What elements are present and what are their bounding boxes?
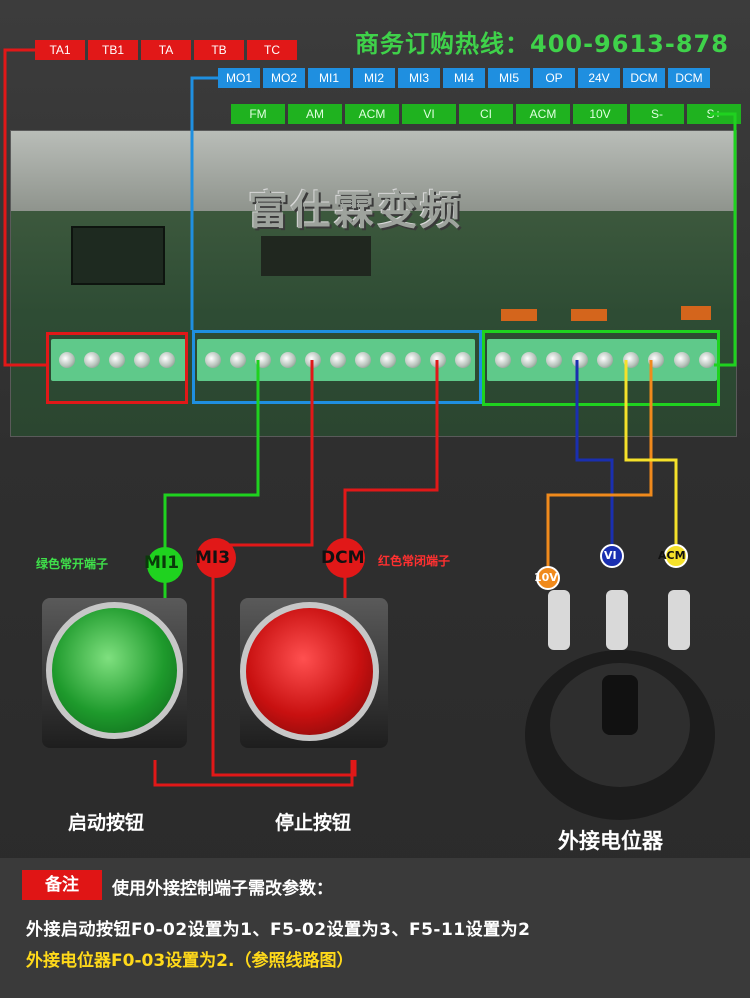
circuit-board xyxy=(10,130,737,437)
note-title: 使用外接控制端子需改参数： xyxy=(112,879,333,899)
terminal-screw xyxy=(159,352,175,368)
label-tb: TB xyxy=(194,40,244,60)
hotline-text: 商务订购热线：400-9613-878 xyxy=(355,30,729,58)
terminal-screw xyxy=(205,352,221,368)
relay-component xyxy=(71,226,165,285)
terminal-screw xyxy=(520,352,537,368)
label-24v: 24V xyxy=(578,68,620,88)
note-badge: 备注 xyxy=(22,870,102,900)
label-mi1: MI1 xyxy=(308,68,350,88)
pot-10v-label: 10V xyxy=(534,571,558,584)
vi-wire xyxy=(575,360,614,548)
chip-component xyxy=(261,236,371,276)
terminal-screw xyxy=(109,352,125,368)
label-op: OP xyxy=(533,68,575,88)
fuse-component xyxy=(501,309,537,321)
digital-label-row: MO1 MO2 MI1 MI2 MI3 MI4 MI5 OP 24V DCM D… xyxy=(218,68,710,88)
10v-wire xyxy=(546,360,653,570)
board-cover xyxy=(11,131,736,211)
note-section xyxy=(0,858,750,998)
pot-10v-dot xyxy=(536,566,560,590)
analog-wire xyxy=(710,112,737,367)
label-tb1: TB1 xyxy=(88,40,138,60)
label-s-minus: S- xyxy=(630,104,684,124)
pot-acm-label: ACM xyxy=(658,549,686,562)
pot-vi-label: VI xyxy=(604,549,617,562)
terminal-screw xyxy=(546,352,562,368)
terminal-screw xyxy=(59,352,75,368)
pot-acm-dot xyxy=(664,544,688,568)
analog-frame xyxy=(482,330,720,406)
dcm-wire xyxy=(343,360,439,545)
acm-wire xyxy=(624,360,678,548)
terminal-screw xyxy=(495,352,511,368)
fuse-component-2 xyxy=(571,309,607,321)
label-tc: TC xyxy=(247,40,297,60)
pot-lug-mid xyxy=(606,590,628,650)
terminal-screw xyxy=(280,352,296,368)
label-mo2: MO2 xyxy=(263,68,305,88)
terminal-screw xyxy=(330,352,346,368)
terminal-screw xyxy=(84,352,100,368)
terminal-screw xyxy=(597,352,613,368)
button-bridge-wire xyxy=(153,760,354,787)
terminal-screw xyxy=(455,352,471,368)
mi1-wire xyxy=(163,360,260,555)
label-mi5: MI5 xyxy=(488,68,530,88)
label-mi4: MI4 xyxy=(443,68,485,88)
note-line-1: 外接启动按钮F0-02设置为1、F5-02设置为3、F5-11设置为2 xyxy=(26,920,531,940)
label-mi2: MI2 xyxy=(353,68,395,88)
dcm-tag: DCM xyxy=(321,548,365,568)
label-fm: FM xyxy=(231,104,285,124)
terminal-screw xyxy=(699,352,715,368)
mi1-bubble xyxy=(147,547,183,583)
label-mo1: MO1 xyxy=(218,68,260,88)
label-dcm-2: DCM xyxy=(668,68,710,88)
dcm-bubble xyxy=(325,538,365,578)
board-title: 富仕霖变频 xyxy=(248,188,463,234)
digital-wire xyxy=(190,76,218,330)
start-caption: 启动按钮 xyxy=(68,812,145,834)
label-am: AM xyxy=(288,104,342,124)
terminal-screw xyxy=(355,352,371,368)
stop-caption: 停止按钮 xyxy=(275,812,352,834)
pot-lug-left xyxy=(548,590,570,650)
label-ta: TA xyxy=(141,40,191,60)
terminal-screw xyxy=(405,352,421,368)
terminal-screw xyxy=(230,352,246,368)
label-dcm-1: DCM xyxy=(623,68,665,88)
green-note: 绿色常开端子 xyxy=(36,557,109,571)
label-acm-2: ACM xyxy=(516,104,570,124)
relay-frame xyxy=(46,332,188,404)
terminal-screw xyxy=(673,352,690,368)
mi3-bubble xyxy=(196,538,236,578)
mi1-tag: MI1 xyxy=(144,553,180,573)
stop-button[interactable] xyxy=(240,602,379,741)
pot-lug-right xyxy=(668,590,690,650)
pot-knob-grip xyxy=(602,675,638,735)
digital-frame xyxy=(192,330,482,404)
label-10v: 10V xyxy=(573,104,627,124)
potentiometer xyxy=(525,590,715,820)
pot-caption: 外接电位器 xyxy=(558,829,663,853)
mi3-tag: MI3 xyxy=(195,548,231,568)
red-note: 红色常闭端子 xyxy=(378,554,451,568)
relay-label-row: TA1 TB1 TA TB TC xyxy=(35,40,297,60)
terminal-screw xyxy=(134,352,150,368)
label-acm-1: ACM xyxy=(345,104,399,124)
label-vi: VI xyxy=(402,104,456,124)
terminal-screw xyxy=(380,352,396,368)
start-button[interactable] xyxy=(46,602,183,739)
label-mi3: MI3 xyxy=(398,68,440,88)
fuse-component-3 xyxy=(681,306,711,320)
label-ta1: TA1 xyxy=(35,40,85,60)
mi3-wire-lower xyxy=(211,565,357,777)
note-line-2: 外接电位器F0-03设置为2.（参照线路图） xyxy=(26,951,354,971)
relay-wire xyxy=(3,48,46,367)
label-ci: CI xyxy=(459,104,513,124)
mi3-wire xyxy=(218,360,314,547)
pot-vi-dot xyxy=(600,544,624,568)
